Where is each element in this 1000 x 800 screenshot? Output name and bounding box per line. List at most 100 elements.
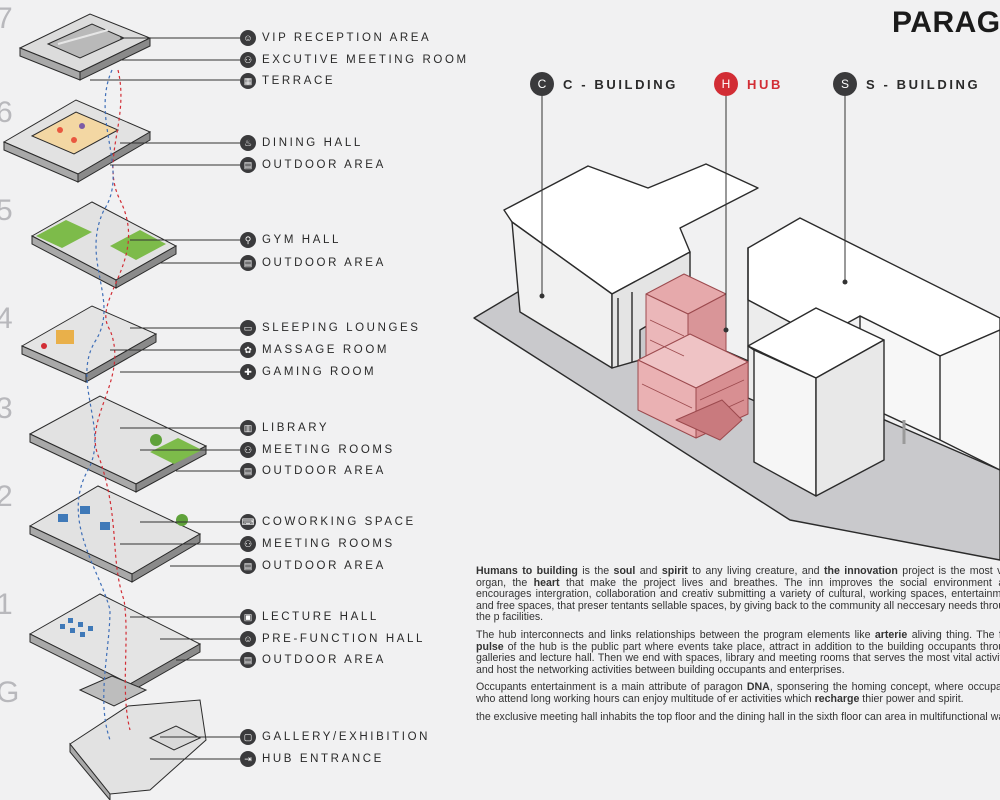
h-letter-icon: H — [714, 72, 738, 96]
floor-2-plate — [28, 485, 202, 583]
legend-gaming-room: ✚ GAMING ROOM — [240, 363, 376, 381]
leader-lines — [90, 37, 240, 760]
hub-core — [637, 273, 749, 441]
people-icon: ☺ — [240, 631, 256, 647]
emphasis: arterie — [874, 628, 908, 641]
text-run: Occupants entertainment is a main attrib… — [476, 681, 747, 694]
paragraph-2: The hub interconnects and links relation… — [476, 628, 1000, 676]
legend-label: GYM HALL — [262, 234, 341, 246]
text-run: of the hub is the public part where even… — [476, 640, 1000, 676]
floor-number-2: 2 — [0, 480, 13, 513]
emphasis: recharge — [814, 692, 860, 705]
legend-vip-reception: ☺VIP RECEPTION AREA — [240, 29, 431, 47]
legend-label: OUTDOOR AREA — [262, 257, 386, 269]
emphasis: the innovation — [823, 565, 898, 577]
legend-outdoor-area-3: ▤ OUTDOOR AREA — [240, 462, 386, 480]
floor-number-5: 5 — [0, 194, 13, 227]
floor-number-g: G — [0, 676, 20, 709]
legend-meeting-rooms-3: ⚇ MEETING ROOMS — [240, 441, 395, 459]
floor-number-6: 6 — [0, 96, 13, 129]
hub-leader-dot — [723, 327, 729, 333]
paragraph-1: Humans to building is the soul and spiri… — [476, 565, 1000, 624]
text-run: The hub interconnects and links relation… — [476, 628, 875, 641]
text-run: and — [635, 565, 662, 577]
tag-c-building: C C - BUILDING — [530, 72, 678, 96]
bench-icon: ▤ — [240, 157, 256, 173]
c-building-leader-dot — [539, 293, 545, 299]
tag-label: S - BUILDING — [866, 76, 981, 92]
description-text: Humans to building is the soul and spiri… — [476, 565, 1000, 729]
legend-label: EXCUTIVE MEETING ROOM — [262, 54, 469, 66]
floor-4-plate — [20, 305, 158, 383]
legend-label: OUTDOOR AREA — [262, 465, 386, 477]
floor-g-plate — [69, 675, 207, 800]
meeting-icon: ⚇ — [240, 52, 256, 68]
legend-label: COWORKING SPACE — [262, 516, 416, 528]
floor-7-plate — [18, 13, 152, 81]
legend-outdoor-area-5: ▤ OUTDOOR AREA — [240, 254, 386, 272]
emphasis: soul — [613, 565, 636, 577]
bench-icon: ▤ — [240, 558, 256, 574]
dining-icon: ♨ — [240, 135, 256, 151]
brand-title: PARAG — [892, 6, 1000, 39]
text-run: project is the most vital organ, the — [476, 565, 1000, 589]
floor-6-plate — [2, 99, 152, 183]
floor-number-7: 7 — [0, 2, 13, 35]
text-run: that make the project lives and breathes… — [476, 576, 1000, 624]
legend-label: MASSAGE ROOM — [262, 344, 390, 356]
legend-gallery-exhibition: ▢GALLERY/EXHIBITION — [240, 728, 430, 746]
legend-lecture-hall: ▣LECTURE HALL — [240, 608, 379, 626]
legend-massage-room: ✿MASSAGE ROOM — [240, 341, 389, 359]
bench-icon: ▤ — [240, 255, 256, 271]
emphasis: spirit — [661, 565, 688, 577]
legend-label: GAMING ROOM — [262, 366, 377, 378]
legend-label: MEETING ROOMS — [262, 538, 395, 550]
legend-label: OUTDOOR AREA — [262, 560, 386, 572]
legend-hub-entrance: ⇥HUB ENTRANCE — [240, 750, 384, 768]
s-building-leader-dot — [842, 279, 848, 285]
emphasis: heart — [533, 576, 560, 589]
bench-icon: ▤ — [240, 652, 256, 668]
building-massing — [473, 163, 1000, 561]
bench-icon: ▤ — [240, 463, 256, 479]
text-run: , sponsering the homing concept, where o… — [476, 681, 1000, 705]
bed-icon: ▭ — [240, 320, 256, 336]
legend-outdoor-area-1: ▤ OUTDOOR AREA — [240, 651, 386, 669]
gamepad-icon: ✚ — [240, 364, 256, 380]
legend-gym-hall: ⚲ GYM HALL — [240, 231, 341, 249]
floor-3-plate — [28, 395, 208, 493]
meeting-icon: ⚇ — [240, 536, 256, 552]
text-run: aliving thing. The first — [911, 628, 1000, 641]
legend-label: HUB ENTRANCE — [262, 753, 384, 765]
legend-label: OUTDOOR AREA — [262, 654, 386, 666]
tag-label: C - BUILDING — [563, 76, 678, 92]
legend-label: PRE-FUNCTION HALL — [262, 633, 426, 645]
lecture-icon: ▣ — [240, 609, 256, 625]
legend-label: MEETING ROOMS — [262, 444, 395, 456]
text-run: is the — [577, 565, 614, 577]
tag-hub: H HUB — [714, 72, 783, 96]
legend-excutive-meeting: ⚇ EXCUTIVE MEETING ROOM — [240, 51, 469, 69]
legend-label: LIBRARY — [262, 422, 330, 434]
floor-plates — [2, 13, 208, 800]
c-letter-icon: C — [530, 72, 554, 96]
people-icon: ☺ — [240, 30, 256, 46]
legend-label: OUTDOOR AREA — [262, 159, 386, 171]
legend-meeting-rooms-2: ⚇ MEETING ROOMS — [240, 535, 395, 553]
text-run: thier power and spirit. — [859, 692, 964, 705]
meeting-icon: ⚇ — [240, 442, 256, 458]
legend-sleeping-lounges: ▭SLEEPING LOUNGES — [240, 319, 421, 337]
floor-5-plate — [30, 201, 178, 289]
frame-icon: ▢ — [240, 729, 256, 745]
legend-outdoor-area-2: ▤ OUTDOOR AREA — [240, 557, 386, 575]
legend-dining-hall: ♨ DINING HALL — [240, 134, 363, 152]
emphasis: Humans to building — [476, 565, 578, 577]
s-letter-icon: S — [833, 72, 857, 96]
paragraph-3: Occupants entertainment is a main attrib… — [476, 682, 1000, 705]
tag-s-building: S S - BUILDING — [833, 72, 980, 96]
floor-number-4: 4 — [0, 302, 13, 335]
legend-label: DINING HALL — [262, 137, 363, 149]
s-front-tower — [747, 307, 885, 497]
gym-icon: ⚲ — [240, 232, 256, 248]
